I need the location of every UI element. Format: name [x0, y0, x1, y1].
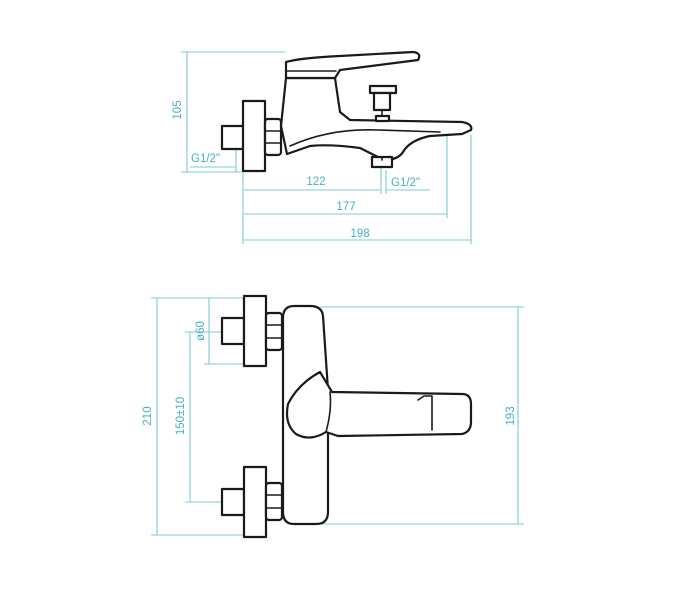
front-flange-diameter-label: ø60: [195, 321, 207, 341]
side-view-faucet-outline: [220, 50, 473, 173]
front-view: 210 ø60 150±10 193: [142, 294, 524, 539]
side-dimension-198-label: 198: [350, 228, 369, 240]
front-view-faucet-outline: [220, 294, 473, 539]
side-outlet-thread-label: G1/2": [391, 177, 420, 189]
side-height-dimension-label: 105: [172, 100, 184, 119]
front-overall-height-label: 210: [142, 406, 154, 425]
front-view-dimension-lines: [151, 297, 524, 536]
front-connection-spacing-label: 150±10: [175, 397, 187, 435]
side-view-dimension-lines: [181, 51, 472, 244]
side-inlet-thread-label: G1/2": [191, 153, 220, 165]
front-body-height-label: 193: [505, 406, 517, 425]
side-dimension-177-label: 177: [336, 201, 355, 213]
side-view: 105 G1/2" G1/2" 122 177 198: [172, 50, 473, 244]
side-dimension-122-label: 122: [306, 176, 325, 188]
